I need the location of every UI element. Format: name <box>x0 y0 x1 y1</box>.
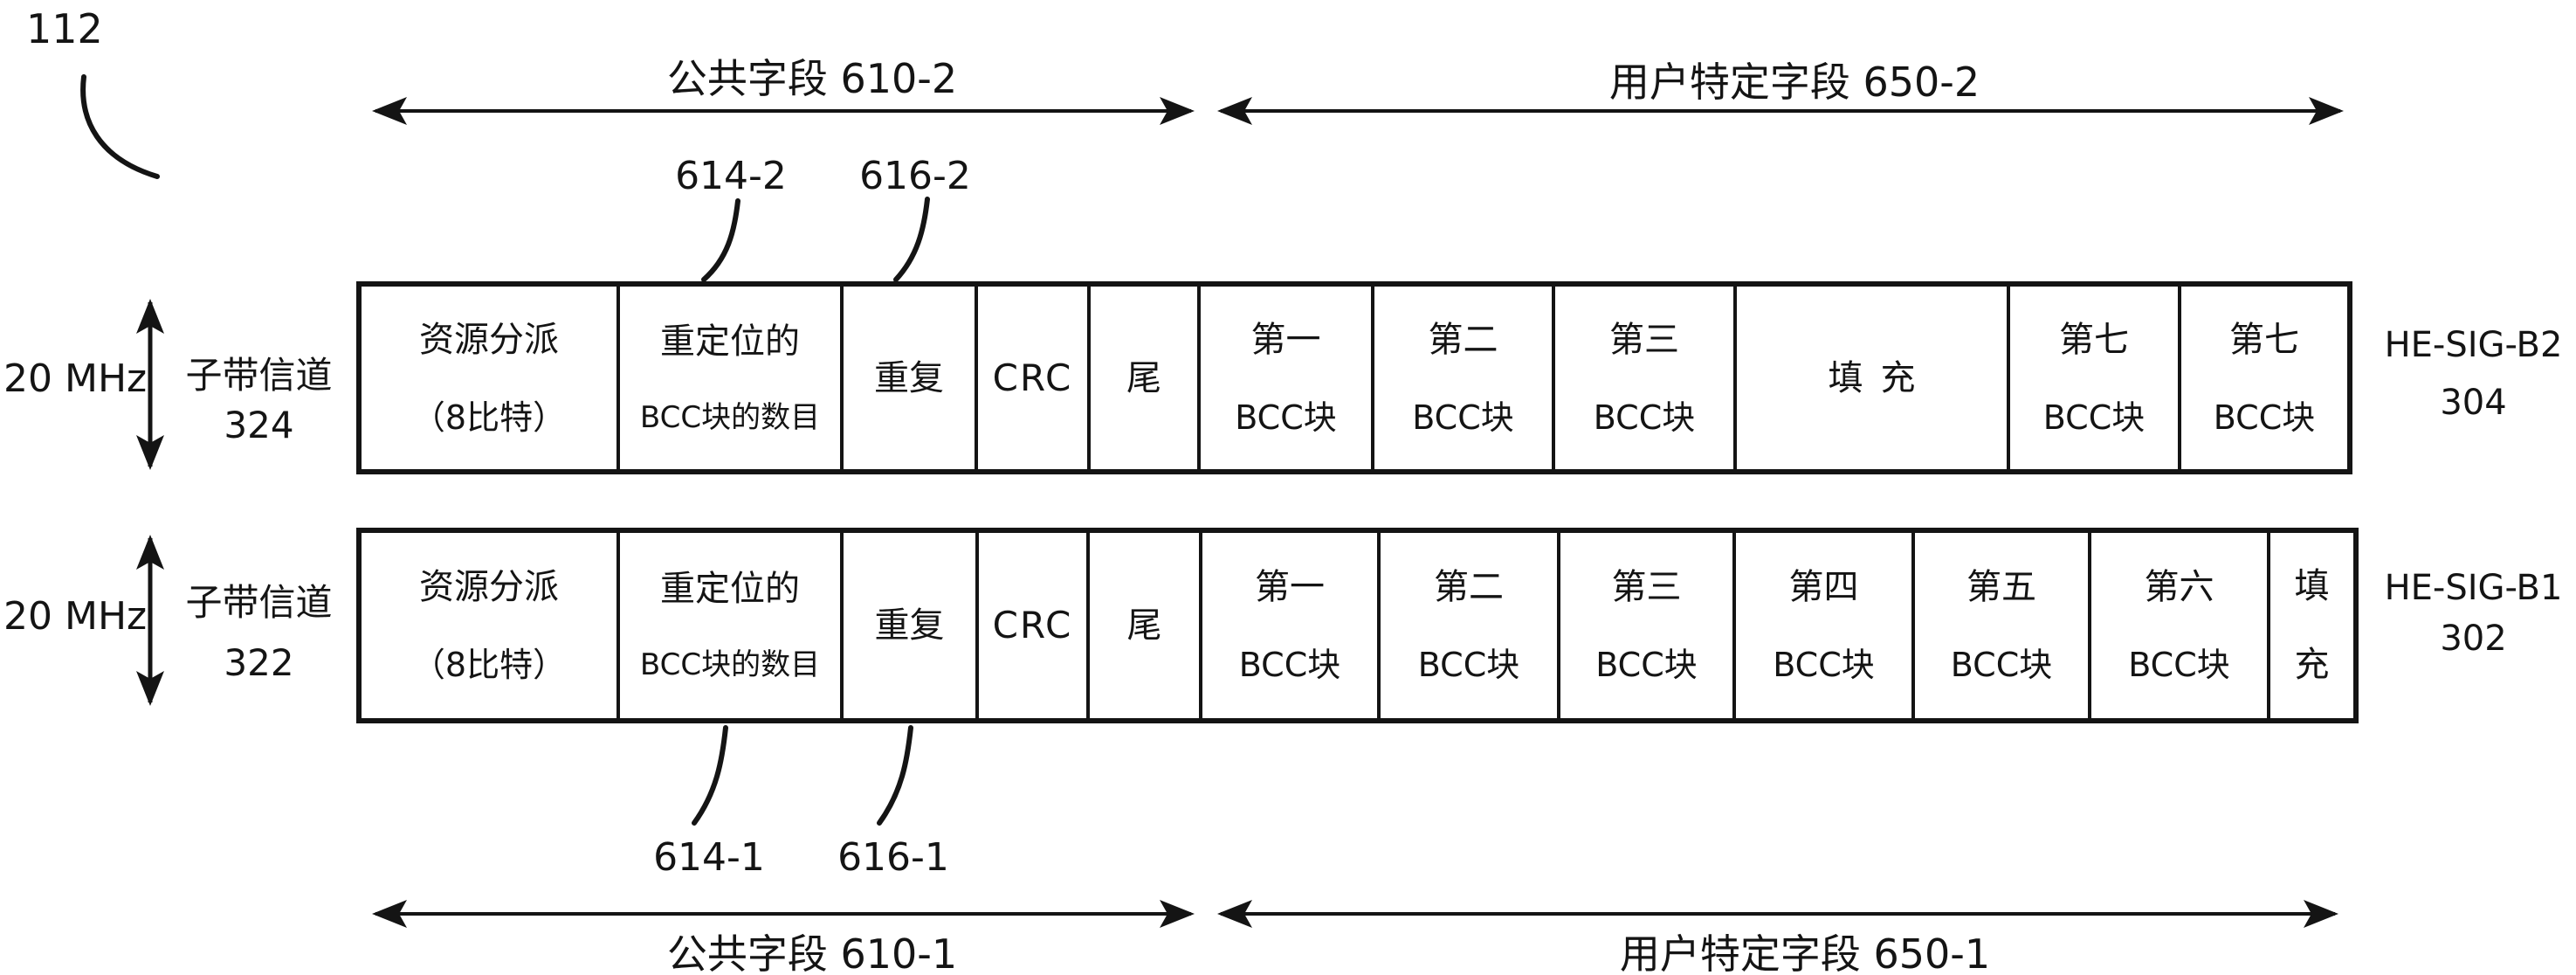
cell-text: BCC块 <box>1773 646 1875 684</box>
cell-text: CRC <box>992 604 1073 647</box>
cell-bcc-block-6: 第六 BCC块 <box>2088 533 2267 718</box>
cell-text: 第三 <box>1609 319 1679 360</box>
cell-bcc-block-3: 第三 BCC块 <box>1557 533 1732 718</box>
he-sig-b2-row: 资源分派 （8比特） 重定位的 BCC块的数目 重复 CRC 尾 第一 BCC块… <box>356 281 2352 474</box>
he-sig-b1-number: 302 <box>2440 619 2507 659</box>
cell-text: 尾 <box>1126 605 1162 646</box>
cell-relocated-bcc-count: 重定位的 BCC块的数目 <box>616 287 840 469</box>
cell-text: CRC <box>992 356 1073 399</box>
common-field-label-bottom: 公共字段 610-1 <box>666 930 958 975</box>
bandwidth-label-row2: 20 MHz <box>3 594 148 639</box>
cell-text: BCC块 <box>1950 646 2053 684</box>
cell-text: 重定位的 <box>660 569 800 609</box>
ref-614-1-leader-curve <box>692 725 728 826</box>
cell-text: 第三 <box>1611 567 1682 607</box>
cell-bcc-block-4: 第四 BCC块 <box>1732 533 1911 718</box>
cell-tail: 尾 <box>1087 287 1197 469</box>
cell-text: 资源分派 <box>419 319 559 360</box>
he-sig-b1-row: 资源分派 （8比特） 重定位的 BCC块的数目 重复 CRC 尾 第一 BCC块… <box>356 528 2359 723</box>
cell-text: BCC块 <box>1595 646 1698 684</box>
cell-text: BCC块 <box>2042 398 2146 437</box>
subband-channel-number-row1: 324 <box>224 404 294 446</box>
cell-crc: CRC <box>975 287 1087 469</box>
bandwidth-label-row1: 20 MHz <box>3 356 148 401</box>
cell-text: BCC块的数目 <box>639 647 821 682</box>
ref-616-2-label: 616-2 <box>859 154 971 198</box>
cell-bcc-block-2: 第二 BCC块 <box>1377 533 1557 718</box>
cell-text: （8比特） <box>411 398 567 437</box>
cell-text: 第四 <box>1788 567 1859 607</box>
cell-resource-allocation: 资源分派 （8比特） <box>362 533 616 718</box>
cell-repeat: 重复 <box>840 533 975 718</box>
cell-text: 第五 <box>1966 567 2036 607</box>
user-field-label-top: 用户特定字段 650-2 <box>1608 59 1980 106</box>
ref-614-2-label: 614-2 <box>675 154 787 198</box>
subband-channel-label-row2: 子带信道 <box>185 581 333 624</box>
he-sig-b2-label: HE-SIG-B2 <box>2384 325 2563 365</box>
cell-bcc-block-1: 第一 BCC块 <box>1199 533 1377 718</box>
ref-616-1-leader-curve <box>877 725 913 826</box>
cell-text: BCC块 <box>1593 398 1696 437</box>
cell-text: 填 <box>2294 566 2330 606</box>
cell-bcc-block-7a: 第七 BCC块 <box>2007 287 2178 469</box>
cell-text: 第一 <box>1250 319 1321 360</box>
cell-bcc-block-3: 第三 BCC块 <box>1552 287 1733 469</box>
figure-ref-leader-curve <box>80 74 160 179</box>
cell-bcc-block-1: 第一 BCC块 <box>1197 287 1371 469</box>
common-field-label-top: 公共字段 610-2 <box>666 55 958 102</box>
cell-text: 第一 <box>1255 567 1325 607</box>
cell-text: BCC块的数目 <box>639 399 821 435</box>
cell-text: BCC块 <box>1417 646 1520 684</box>
cell-bcc-block-7b: 第七 BCC块 <box>2178 287 2347 469</box>
cell-padding: 填充 <box>1733 287 2007 469</box>
ref-614-1-label: 614-1 <box>653 835 765 880</box>
cell-text: BCC块 <box>1238 646 1341 684</box>
figure-ref-112: 112 <box>26 5 103 52</box>
cell-text: 充 <box>2294 645 2330 685</box>
cell-text: 填充 <box>1828 357 1933 398</box>
subband-channel-number-row2: 322 <box>224 641 294 684</box>
cell-text: 第二 <box>1434 567 1504 607</box>
cell-text: 第六 <box>2144 567 2214 607</box>
user-field-label-bottom: 用户特定字段 650-1 <box>1619 930 1991 975</box>
cell-text: BCC块 <box>1412 398 1514 437</box>
he-sig-b2-number: 304 <box>2440 383 2507 423</box>
cell-text: 第七 <box>2059 319 2129 360</box>
cell-text: 尾 <box>1126 357 1161 398</box>
ref-616-2-leader-curve <box>893 197 930 282</box>
cell-text: 重复 <box>874 357 944 398</box>
cell-padding: 填 充 <box>2267 533 2353 718</box>
cell-text: 重定位的 <box>660 321 800 362</box>
cell-text: BCC块 <box>1235 398 1337 437</box>
cell-repeat: 重复 <box>840 287 975 469</box>
cell-resource-allocation: 资源分派 （8比特） <box>362 287 616 469</box>
cell-text: 第七 <box>2229 319 2299 360</box>
cell-text: BCC块 <box>2213 398 2316 437</box>
cell-text: （8比特） <box>411 646 567 684</box>
he-sig-b1-label: HE-SIG-B1 <box>2384 568 2563 608</box>
cell-tail: 尾 <box>1086 533 1199 718</box>
cell-text: 重复 <box>874 605 945 646</box>
cell-text: 第二 <box>1428 319 1498 360</box>
cell-crc: CRC <box>975 533 1086 718</box>
cell-text: BCC块 <box>2128 646 2230 684</box>
cell-bcc-block-2: 第二 BCC块 <box>1371 287 1552 469</box>
cell-bcc-block-5: 第五 BCC块 <box>1911 533 2088 718</box>
subband-channel-label-row1: 子带信道 <box>185 354 333 397</box>
ref-614-2-leader-curve <box>701 198 740 282</box>
cell-text: 资源分派 <box>419 567 559 607</box>
ref-616-1-label: 616-1 <box>837 835 949 880</box>
cell-relocated-bcc-count: 重定位的 BCC块的数目 <box>616 533 840 718</box>
